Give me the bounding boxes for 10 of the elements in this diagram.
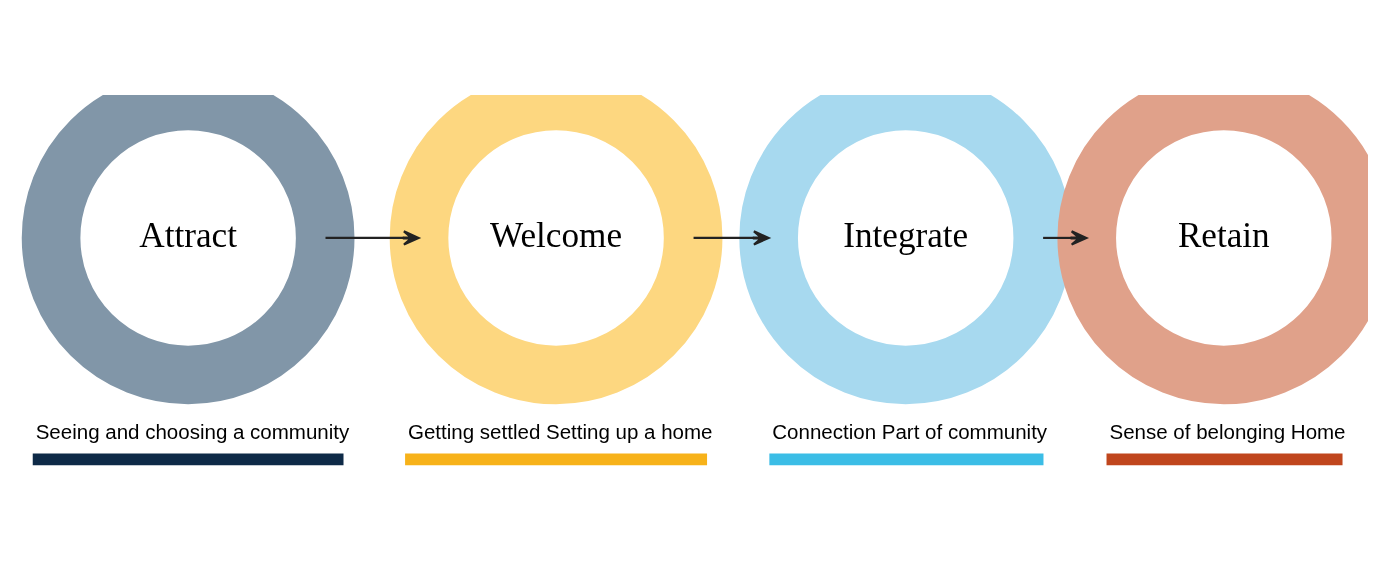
node-circle: Welcome [389, 95, 723, 405]
node-circle: Attract [21, 95, 355, 405]
node-label: Seeing and choosing a community [35, 420, 350, 444]
node-label: Sense of belonging Home [1109, 420, 1346, 444]
node-label: Getting settled Setting up a home [408, 420, 713, 444]
arrow [693, 230, 770, 246]
node-circle: Retain [1057, 95, 1368, 405]
node-label: Connection Part of community [772, 420, 1048, 444]
arrow [325, 230, 420, 246]
arrow [1043, 230, 1088, 246]
